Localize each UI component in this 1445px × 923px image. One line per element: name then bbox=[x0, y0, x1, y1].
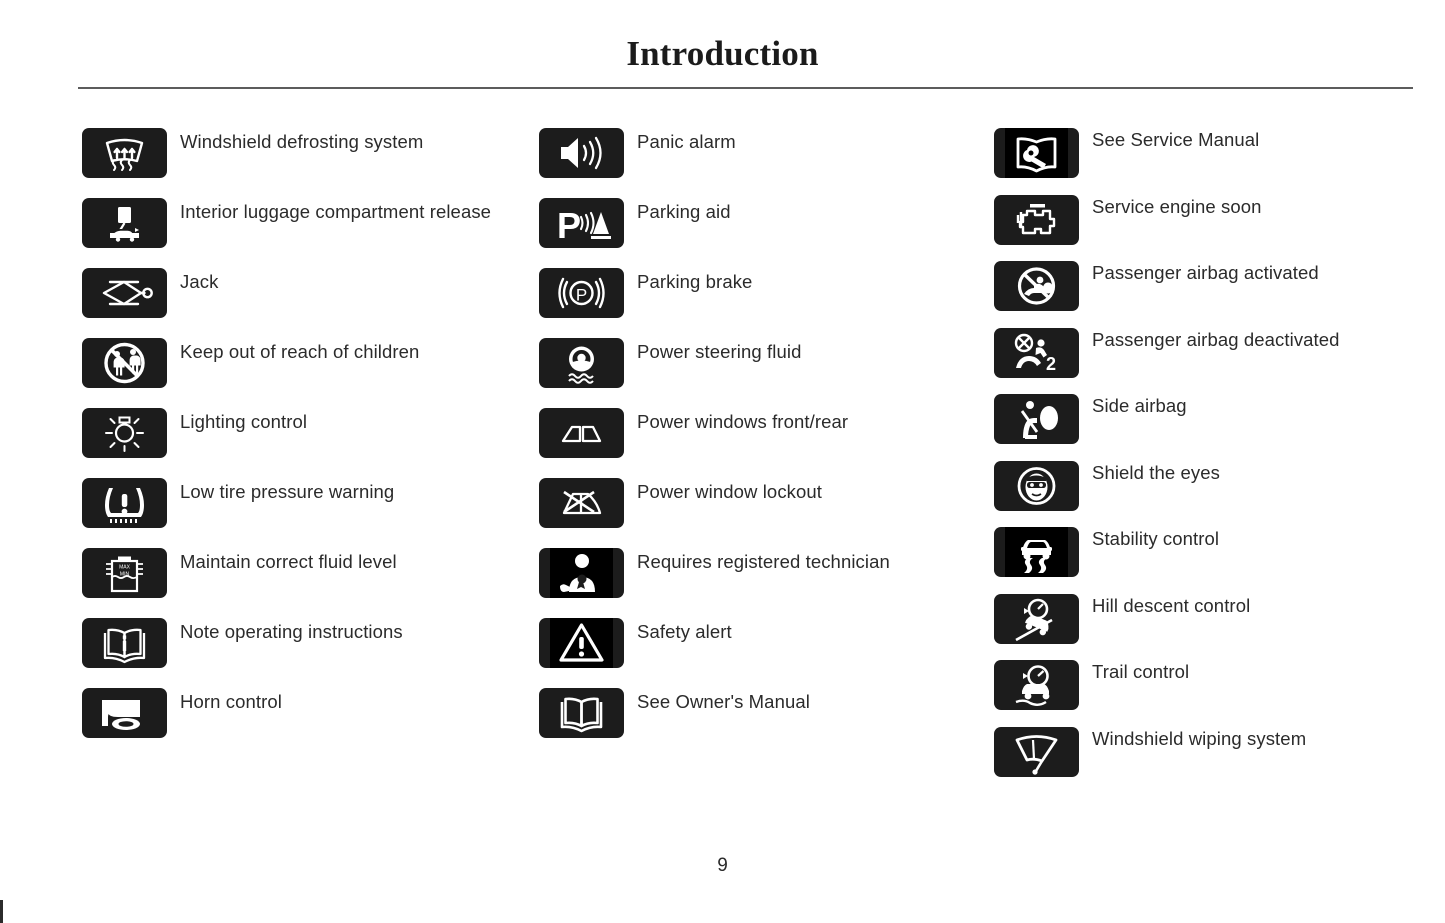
power-steering-fluid-icon bbox=[539, 338, 624, 388]
column-3: See Service Manual Service engine soon bbox=[994, 128, 1434, 793]
symbol-label: Maintain correct fluid level bbox=[180, 551, 397, 572]
symbol-row: P Parking aid bbox=[539, 198, 979, 268]
parking-aid-icon: P bbox=[539, 198, 624, 248]
symbol-label: Lighting control bbox=[180, 411, 308, 432]
symbol-row: Stability control bbox=[994, 527, 1434, 594]
symbol-glossary: Windshield defrosting system Interior lu… bbox=[0, 128, 1445, 828]
symbol-label: Shield the eyes bbox=[1092, 461, 1221, 483]
owners-manual-icon bbox=[539, 688, 624, 738]
svg-text:MIN: MIN bbox=[120, 572, 130, 578]
symbol-row: Panic alarm bbox=[539, 128, 979, 198]
symbol-row: Jack bbox=[82, 268, 522, 338]
trail-control-icon bbox=[994, 660, 1079, 710]
symbol-label: Power steering fluid bbox=[637, 341, 802, 362]
power-windows-icon bbox=[539, 408, 624, 458]
symbol-label: Windshield defrosting system bbox=[180, 131, 424, 152]
parking-brake-icon: P bbox=[539, 268, 624, 318]
svg-text:P: P bbox=[576, 286, 587, 305]
symbol-row: Passenger airbag activated bbox=[994, 261, 1434, 328]
symbol-label: Trail control bbox=[1092, 661, 1190, 682]
symbol-row: P Parking brake bbox=[539, 268, 979, 338]
passenger-airbag-deactivated-icon: 2 bbox=[994, 327, 1079, 378]
shield-the-eyes-icon bbox=[994, 460, 1079, 511]
symbol-label: Parking aid bbox=[637, 201, 731, 222]
symbol-label: Requires registered technician bbox=[637, 551, 890, 572]
symbol-label: Low tire pressure warning bbox=[180, 481, 395, 502]
page-number: 9 bbox=[717, 855, 728, 876]
symbol-label: Interior luggage compartment release bbox=[180, 201, 492, 222]
symbol-label: Passenger airbag deactivated bbox=[1092, 328, 1340, 350]
symbol-label: Safety alert bbox=[637, 621, 732, 642]
symbol-row: Lighting control bbox=[82, 408, 522, 478]
symbol-row: Power steering fluid bbox=[539, 338, 979, 408]
panic-alarm-icon bbox=[539, 128, 624, 178]
service-manual-icon bbox=[994, 128, 1079, 178]
symbol-row: MAX MIN Maintain correct fluid level bbox=[82, 548, 522, 618]
hill-descent-control-icon bbox=[994, 593, 1079, 644]
safety-alert-icon bbox=[539, 618, 624, 668]
symbol-row: 2 Passenger airbag deactivated bbox=[994, 327, 1434, 395]
passenger-airbag-activated-icon bbox=[994, 261, 1079, 311]
jack-icon bbox=[82, 268, 167, 318]
symbol-row: Trail control bbox=[994, 660, 1434, 727]
symbol-row: Keep out of reach of children bbox=[82, 338, 522, 408]
symbol-row: Windshield wiping system bbox=[994, 726, 1434, 794]
registered-technician-icon bbox=[539, 548, 624, 598]
symbol-label: See Owner's Manual bbox=[637, 691, 810, 712]
luggage-compartment-release-icon bbox=[82, 198, 167, 248]
symbol-label: Stability control bbox=[1092, 528, 1220, 549]
symbol-row: Requires registered technician bbox=[539, 548, 979, 618]
svg-text:MAX: MAX bbox=[119, 565, 131, 571]
symbol-label: Side airbag bbox=[1092, 395, 1187, 416]
symbol-row: Interior luggage compartment release bbox=[82, 198, 522, 268]
symbol-row: Side airbag bbox=[994, 394, 1434, 461]
service-engine-soon-icon bbox=[994, 194, 1079, 245]
symbol-row: Safety alert bbox=[539, 618, 979, 688]
symbol-row: Shield the eyes bbox=[994, 460, 1434, 528]
stability-control-icon bbox=[994, 527, 1079, 577]
symbol-row: Hill descent control bbox=[994, 593, 1434, 661]
symbol-label: Passenger airbag activated bbox=[1092, 262, 1319, 283]
windshield-defrost-icon bbox=[82, 128, 167, 178]
page-edge-mark bbox=[0, 900, 3, 923]
symbol-label: Windshield wiping system bbox=[1092, 727, 1307, 749]
low-tire-pressure-icon bbox=[82, 478, 167, 528]
symbol-row: Windshield defrosting system bbox=[82, 128, 522, 198]
symbol-row: See Service Manual bbox=[994, 128, 1434, 195]
symbol-label: Jack bbox=[180, 271, 219, 292]
symbol-label: Note operating instructions bbox=[180, 621, 403, 642]
symbol-label: Keep out of reach of children bbox=[180, 341, 420, 362]
power-window-lockout-icon bbox=[539, 478, 624, 528]
title-divider bbox=[78, 87, 1413, 89]
symbol-row: Note operating instructions bbox=[82, 618, 522, 688]
keep-out-of-reach-of-children-icon bbox=[82, 338, 167, 388]
page-title: Introduction bbox=[626, 34, 819, 73]
symbol-row: Horn control bbox=[82, 688, 522, 758]
svg-text:2: 2 bbox=[1046, 354, 1056, 374]
symbol-label: Power window lockout bbox=[637, 481, 823, 502]
side-airbag-icon bbox=[994, 394, 1079, 444]
symbol-label: Panic alarm bbox=[637, 131, 736, 152]
column-1: Windshield defrosting system Interior lu… bbox=[82, 128, 522, 758]
symbol-row: Service engine soon bbox=[994, 194, 1434, 262]
column-2: Panic alarm P Parking aid bbox=[539, 128, 979, 758]
svg-text:P: P bbox=[557, 205, 581, 246]
symbol-row: Power window lockout bbox=[539, 478, 979, 548]
symbol-row: Power windows front/rear bbox=[539, 408, 979, 478]
note-operating-instructions-icon bbox=[82, 618, 167, 668]
symbol-row: Low tire pressure warning bbox=[82, 478, 522, 548]
symbol-label: Power windows front/rear bbox=[637, 411, 849, 432]
windshield-wiping-icon bbox=[994, 726, 1079, 777]
lighting-control-icon bbox=[82, 408, 167, 458]
symbol-label: Hill descent control bbox=[1092, 594, 1251, 616]
symbol-label: Horn control bbox=[180, 691, 282, 712]
symbol-label: Parking brake bbox=[637, 271, 753, 292]
symbol-label: Service engine soon bbox=[1092, 195, 1262, 217]
symbol-row: See Owner's Manual bbox=[539, 688, 979, 758]
symbol-label: See Service Manual bbox=[1092, 129, 1260, 150]
maintain-fluid-level-icon: MAX MIN bbox=[82, 548, 167, 598]
horn-control-icon bbox=[82, 688, 167, 738]
